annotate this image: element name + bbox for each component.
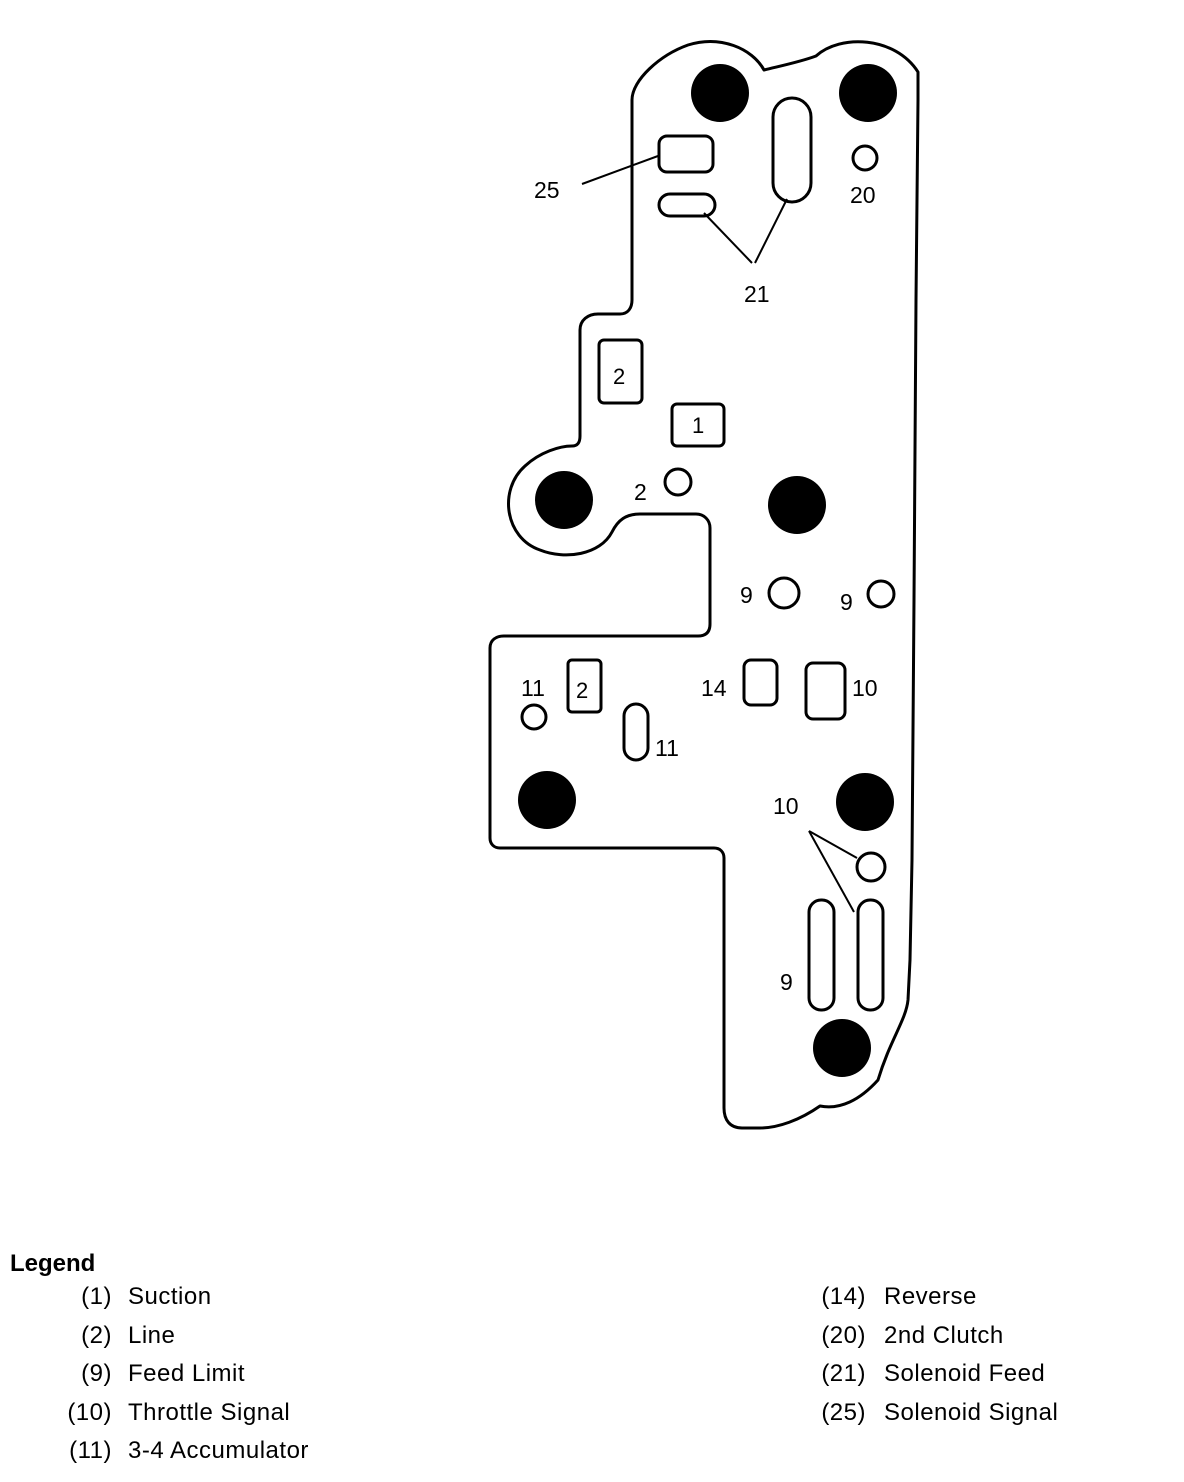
passage-21-long: [771, 96, 813, 204]
mounting-holes: [518, 64, 897, 1077]
callout-25: 25: [534, 177, 560, 203]
callout-11: 11: [655, 735, 679, 761]
passage-2-top: [597, 338, 644, 405]
legend-desc: Feed Limit: [128, 1360, 246, 1387]
passage-14: [742, 658, 779, 707]
callout-21: 21: [744, 281, 770, 307]
legend-code: (10): [67, 1398, 112, 1426]
callout-9: 9: [740, 582, 753, 608]
passage-11-round: [520, 703, 548, 731]
passage-21-short: [657, 192, 717, 218]
passage-9a: [767, 576, 801, 610]
passage-10-slot: [856, 898, 885, 1012]
mounting-hole: [836, 773, 894, 831]
mounting-hole: [839, 64, 897, 122]
passage-20: [851, 144, 879, 172]
box-label-2: 2: [576, 678, 588, 703]
legend-code: (9): [81, 1360, 112, 1387]
callout-10: 10: [852, 675, 878, 701]
passage-9b: [866, 579, 896, 609]
mounting-hole: [768, 476, 826, 534]
mounting-hole: [535, 471, 593, 529]
legend-desc: 2nd Clutch: [884, 1321, 1004, 1349]
callout-2: 2: [634, 479, 647, 505]
mounting-hole: [518, 771, 576, 829]
callout-10: 10: [773, 793, 799, 819]
box-label-2: 2: [613, 364, 625, 389]
legend-code: (2): [81, 1321, 112, 1349]
callout-9: 9: [840, 589, 853, 615]
box-label-1: 1: [692, 413, 704, 438]
passage-10-round: [855, 851, 887, 883]
legend-code: (20): [821, 1321, 866, 1349]
passage-2-round: [663, 467, 693, 497]
passage-1: [670, 402, 726, 448]
mounting-hole: [691, 64, 749, 122]
legend-code: (21): [821, 1360, 866, 1387]
legend-desc: Suction: [128, 1283, 212, 1310]
legend-code: (14): [821, 1283, 866, 1310]
passage-10-rect: [804, 661, 847, 721]
mounting-hole: [813, 1019, 871, 1077]
legend-desc: Throttle Signal: [128, 1398, 291, 1426]
legend-desc: 3-4 Accumulator: [128, 1437, 309, 1464]
callout-11: 11: [521, 675, 545, 701]
callout-9: 9: [780, 969, 793, 995]
passage-25: [657, 134, 715, 174]
legend-code: (11): [69, 1437, 112, 1464]
callout-14: 14: [701, 675, 727, 701]
passage-2-low: [566, 658, 603, 714]
passage-11-slot: [622, 702, 650, 762]
leader-lines: [581, 155, 858, 913]
legend-code: (1): [81, 1283, 112, 1310]
legend-desc: Solenoid Signal: [884, 1398, 1059, 1426]
legend-desc: Solenoid Feed: [884, 1360, 1046, 1387]
legend-code: (25): [821, 1398, 866, 1426]
gasket-outline: [488, 40, 920, 1130]
legend-desc: Line: [128, 1321, 176, 1349]
callout-20: 20: [850, 182, 876, 208]
passage-9-slot: [807, 898, 836, 1012]
passages: [520, 96, 896, 1012]
legend-title: Legend: [10, 1250, 96, 1277]
legend-desc: Reverse: [884, 1283, 977, 1310]
valve-body-gasket-diagram: 25 20 21 2 9 9 11 14 10 11 10 9 2 1 2: [488, 40, 920, 1130]
